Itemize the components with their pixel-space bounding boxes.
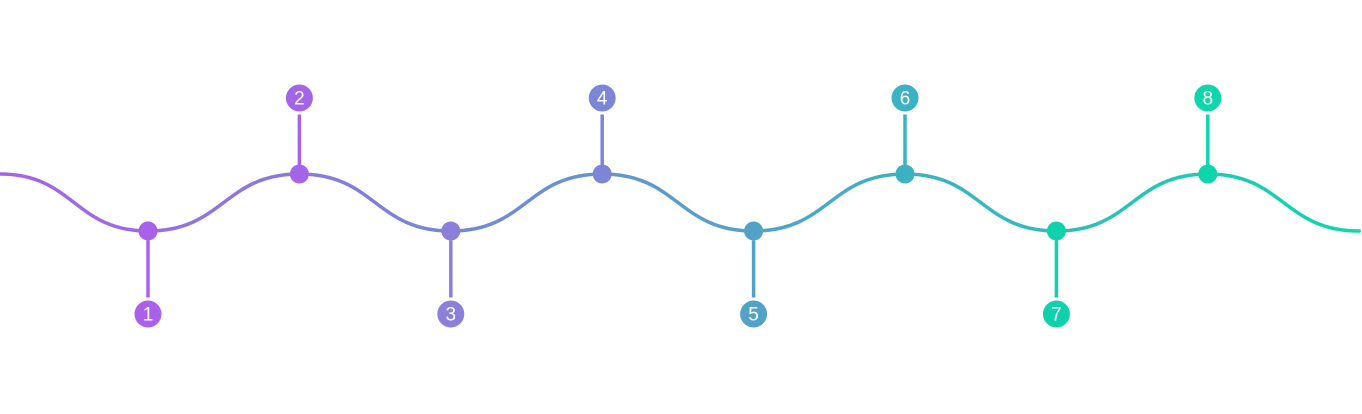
step-6: 6 (891, 84, 919, 184)
step-number: 2 (294, 89, 305, 110)
step-dot (441, 221, 461, 241)
steps-layer: 1 2 3 4 5 6 7 8 (134, 84, 1222, 328)
step-dot (1198, 164, 1218, 184)
step-badge (740, 300, 768, 328)
step-badge (285, 84, 313, 112)
step-badge (891, 84, 919, 112)
wave-line (0, 172, 1361, 233)
step-7: 7 (1042, 221, 1070, 328)
step-dot (1046, 221, 1066, 241)
step-dot (895, 164, 915, 184)
step-dot (744, 221, 764, 241)
step-number: 4 (597, 89, 608, 110)
step-dot (289, 164, 309, 184)
step-badge (1042, 300, 1070, 328)
step-number: 6 (900, 89, 911, 110)
step-2: 2 (285, 84, 313, 184)
step-badge (588, 84, 616, 112)
step-5: 5 (740, 221, 768, 328)
step-number: 3 (446, 305, 457, 326)
step-badge (134, 300, 162, 328)
step-number: 5 (748, 305, 759, 326)
step-badge (437, 300, 465, 328)
step-badge (1194, 84, 1222, 112)
step-3: 3 (437, 221, 465, 328)
step-dot (138, 221, 158, 241)
step-number: 8 (1203, 89, 1214, 110)
step-dot (592, 164, 612, 184)
step-4: 4 (588, 84, 616, 184)
step-1: 1 (134, 221, 162, 328)
step-number: 1 (143, 305, 154, 326)
step-number: 7 (1051, 305, 1062, 326)
step-8: 8 (1194, 84, 1222, 184)
